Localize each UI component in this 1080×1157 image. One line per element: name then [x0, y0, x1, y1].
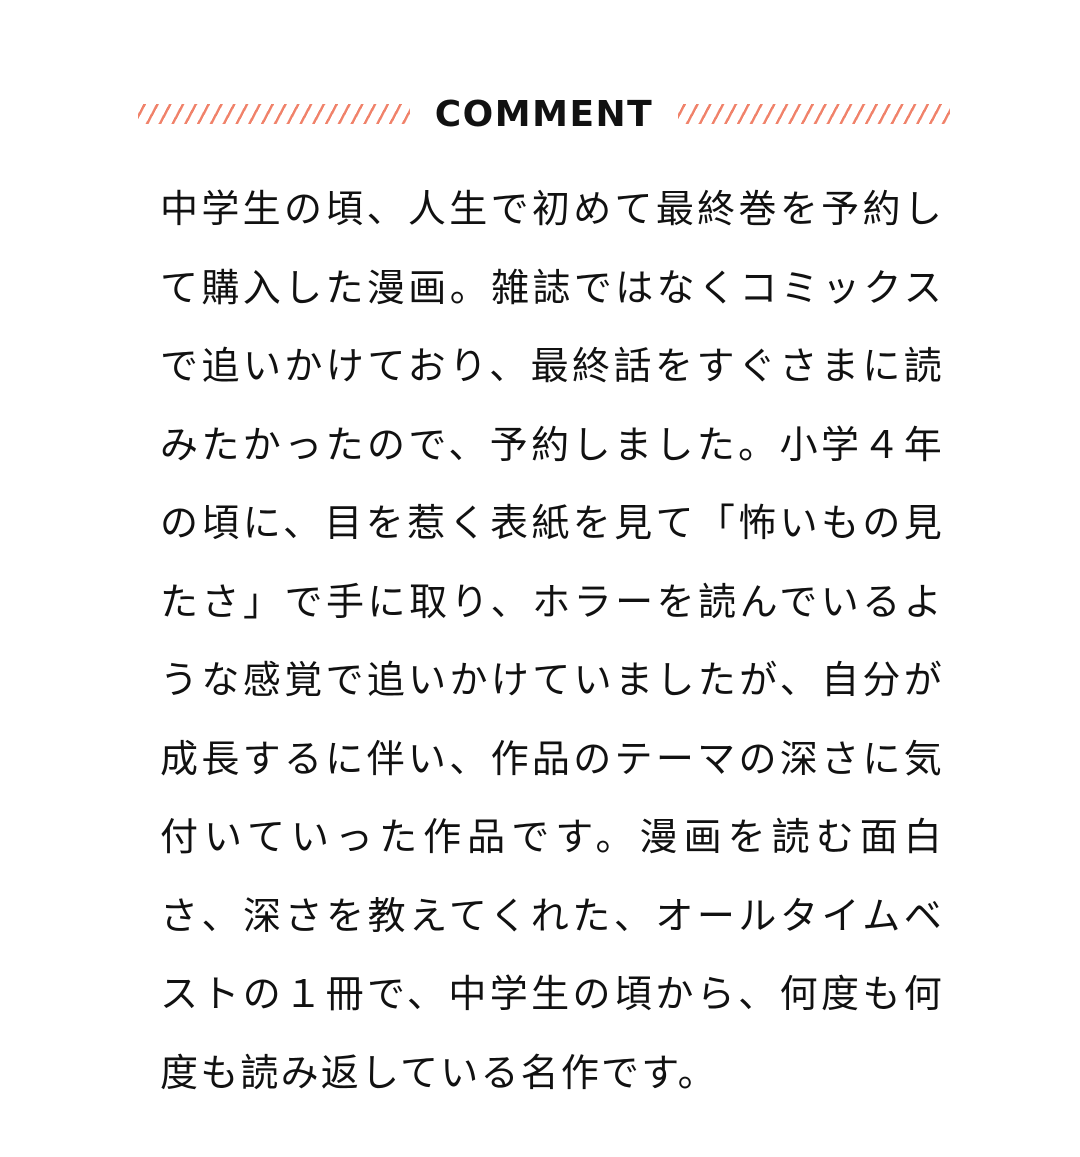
section-title: COMMENT — [434, 94, 654, 135]
right-hatch-decoration — [678, 104, 950, 124]
comment-header: COMMENT — [0, 90, 1080, 140]
left-hatch-decoration — [138, 104, 410, 124]
comment-body: 中学生の頃、人生で初めて最終巻を予約して購入した漫画。雑誌ではなくコミックスで追… — [160, 187, 944, 1095]
